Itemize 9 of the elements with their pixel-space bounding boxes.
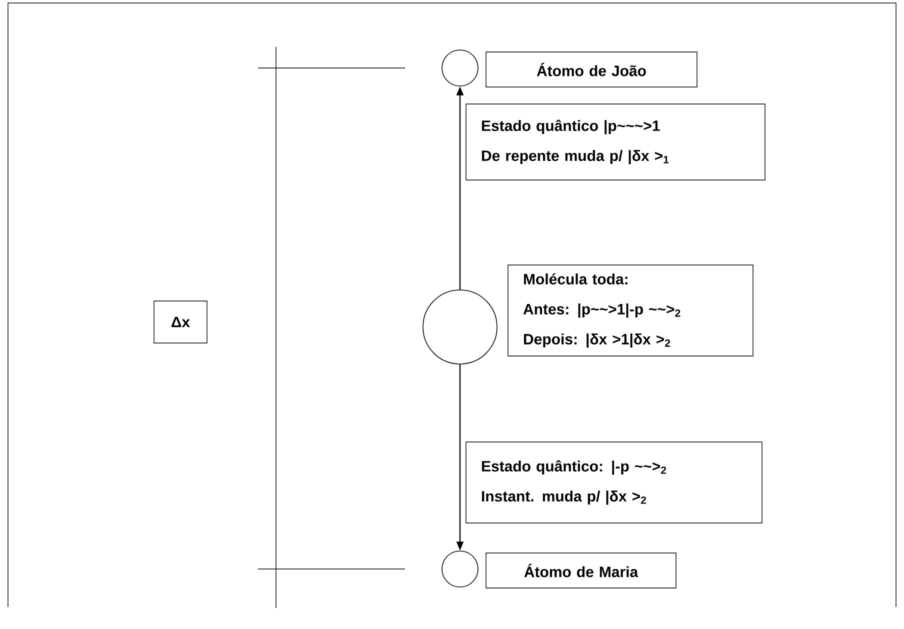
atom-circle bbox=[442, 550, 478, 588]
label-box: Átomo de João bbox=[486, 52, 698, 88]
text-box: Estado quântico: |-p ~~>$_{2}$ Instant. muda p/ |δx >$_{2}$ bbox=[466, 442, 762, 524]
label-box: Átomo de Maria bbox=[486, 552, 676, 588]
label-box: Δx bbox=[154, 300, 208, 344]
text-box: Estado quântico |p~~~>1 De repente muda p/ |δx >$_{1}$ bbox=[466, 104, 766, 180]
text-box: Molécula toda: Antes: |p~~>1|-p ~~>$_{2}$ Depois: |δx >1|δx >$_{2}$ bbox=[508, 264, 754, 356]
molecule-circle bbox=[422, 290, 498, 364]
atom-circle bbox=[442, 50, 478, 86]
